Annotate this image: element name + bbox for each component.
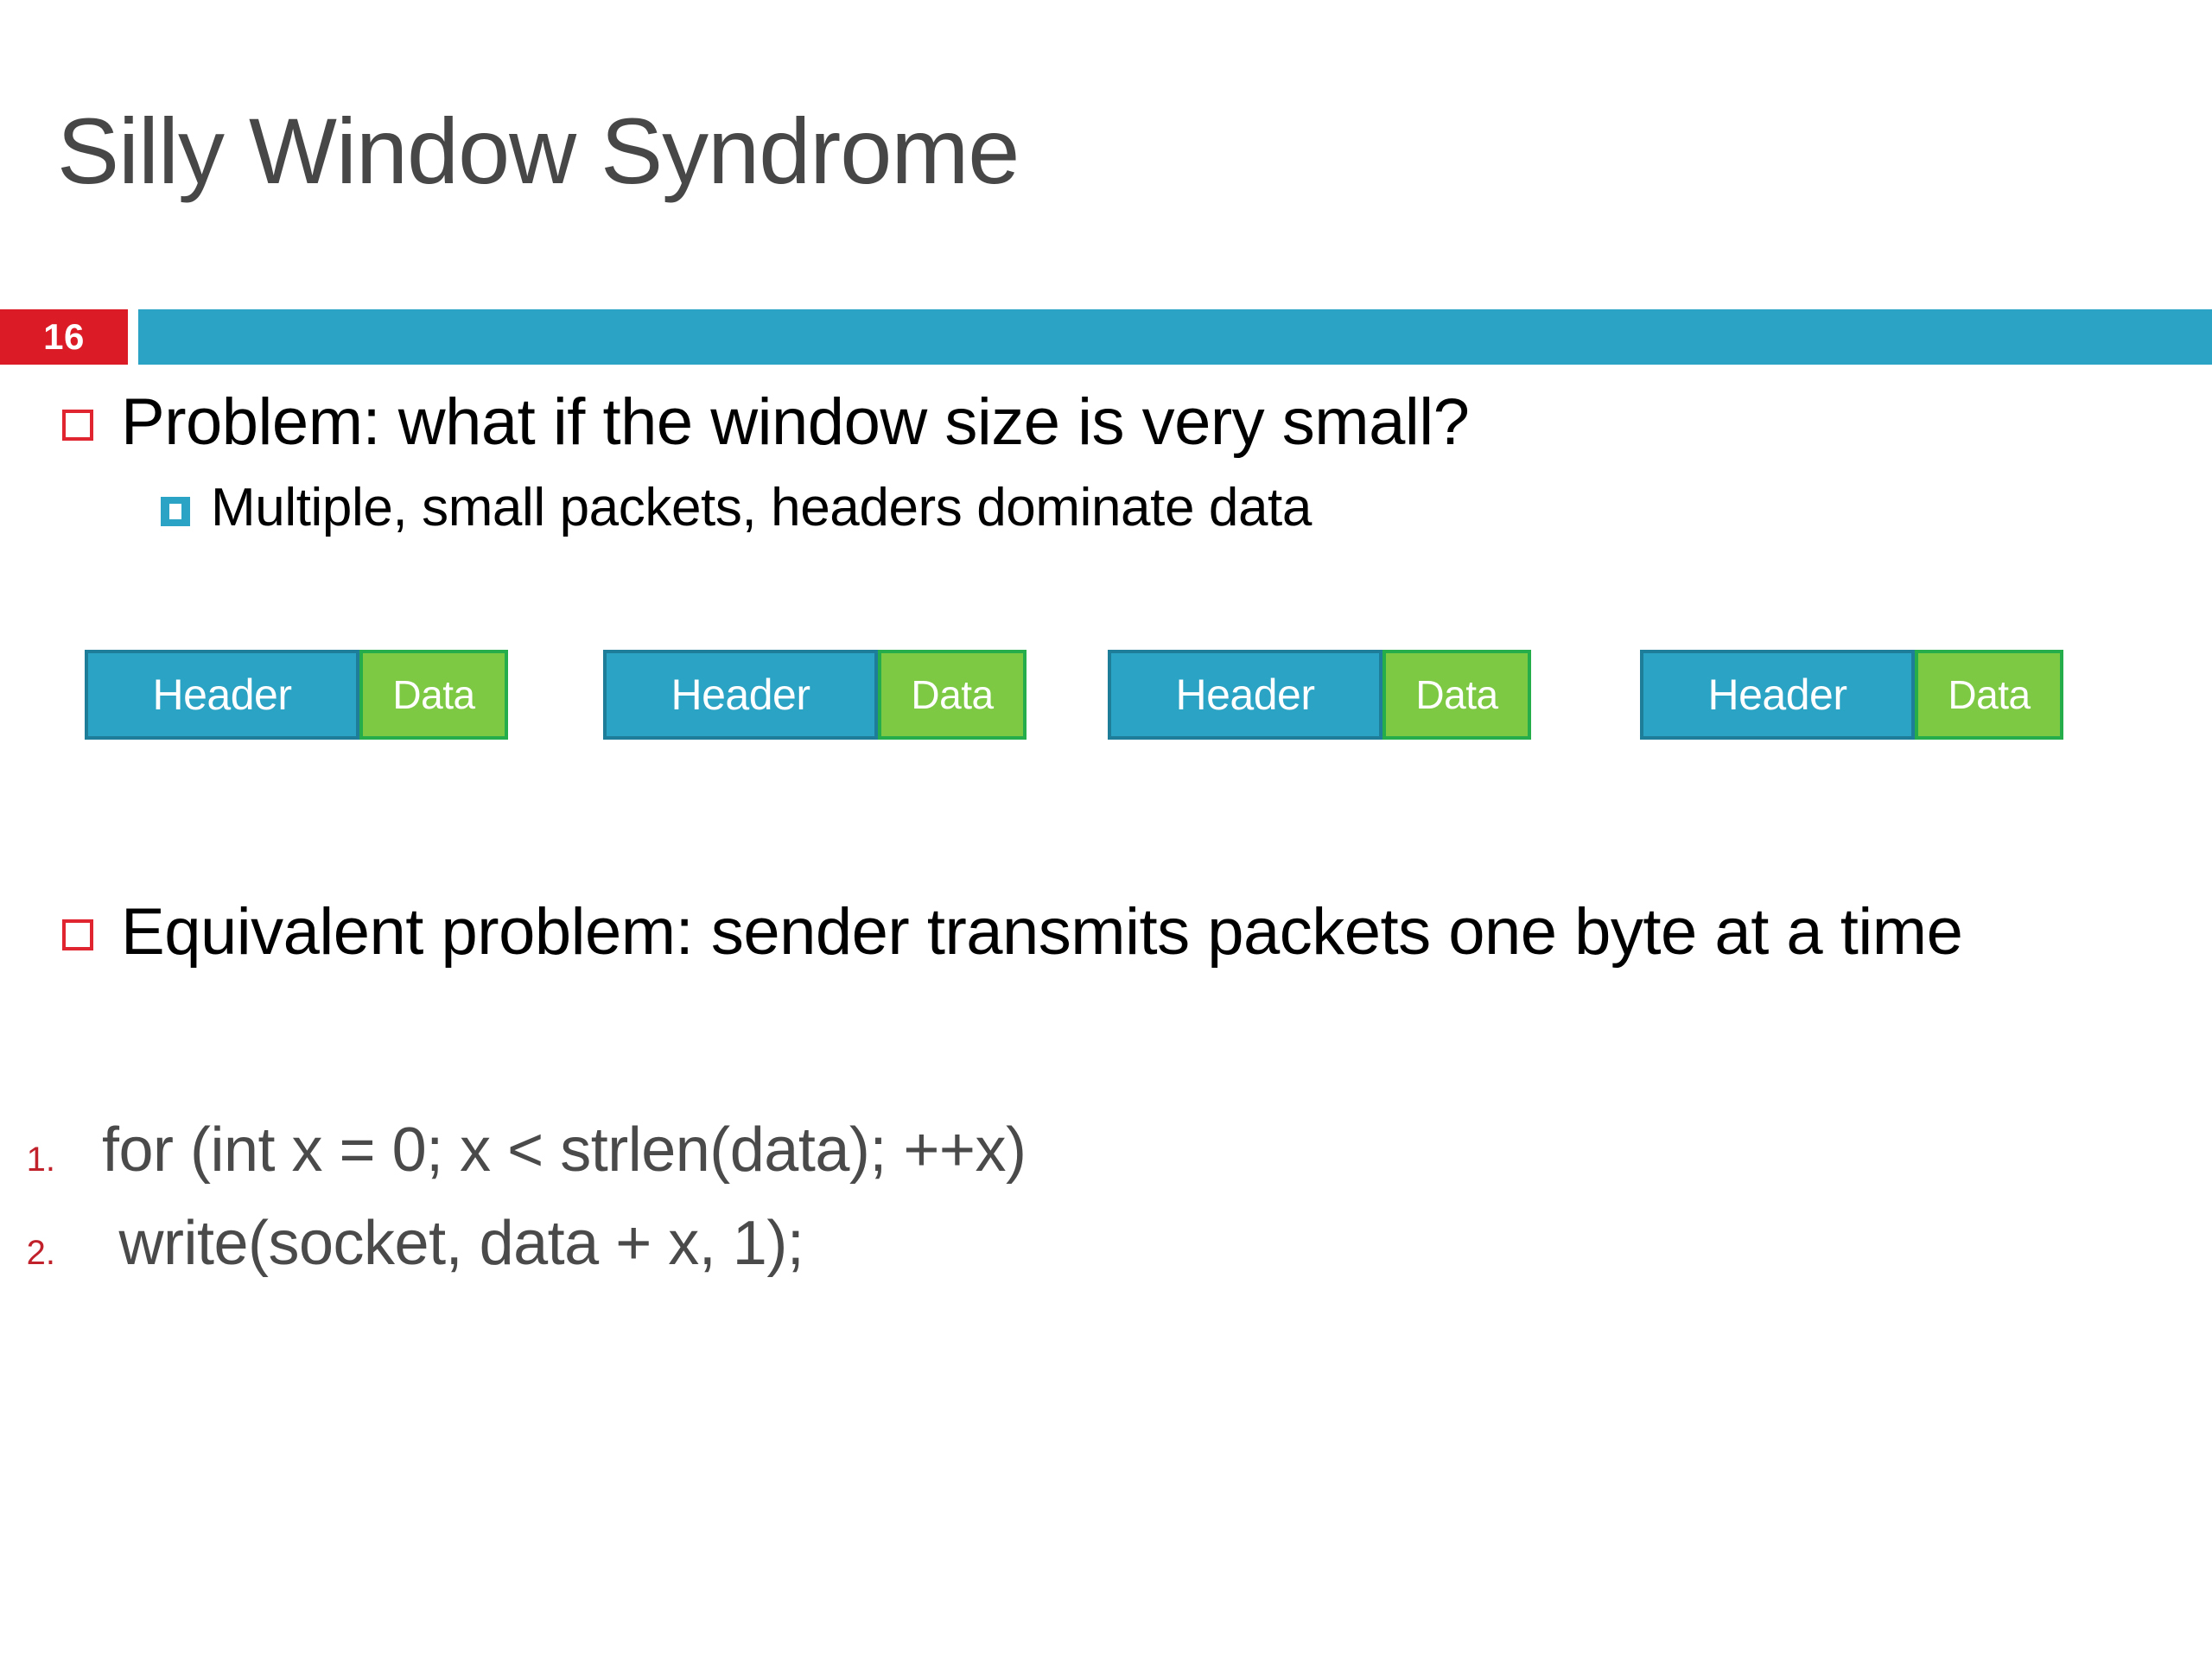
packet-2: Header Data bbox=[603, 650, 1027, 740]
list-item: 2. write(socket, data + x, 1); bbox=[0, 1208, 2212, 1279]
packet-diagram: Header Data Header Data Header Data Head… bbox=[0, 650, 2212, 745]
list-item-number: 2. bbox=[26, 1234, 55, 1272]
packet-1: Header Data bbox=[85, 650, 508, 740]
list-item-number: 1. bbox=[26, 1141, 55, 1179]
packet-header-block: Header bbox=[85, 650, 359, 740]
list-item: 1. for (int x = 0; x < strlen(data); ++x… bbox=[0, 1115, 2212, 1185]
packet-data-block: Data bbox=[1382, 650, 1531, 740]
packet-data-block: Data bbox=[878, 650, 1027, 740]
slide-number-badge: 16 bbox=[0, 309, 128, 365]
list-item-code: for (int x = 0; x < strlen(data); ++x) bbox=[102, 1116, 1027, 1185]
square-outline-bullet-icon bbox=[62, 410, 93, 441]
packet-4: Header Data bbox=[1640, 650, 2063, 740]
square-filled-bullet-icon bbox=[161, 496, 190, 526]
packet-header-block: Header bbox=[1108, 650, 1382, 740]
bullet-text: Problem: what if the window size is very… bbox=[121, 385, 1470, 459]
packet-data-block: Data bbox=[359, 650, 508, 740]
code-list: 1. for (int x = 0; x < strlen(data); ++x… bbox=[0, 1115, 2212, 1301]
packet-data-block: Data bbox=[1915, 650, 2063, 740]
packet-header-block: Header bbox=[1640, 650, 1915, 740]
bullet-text: Equivalent problem: sender transmits pac… bbox=[121, 895, 1963, 969]
header-accent-bar bbox=[138, 309, 2212, 365]
page-title: Silly Window Syndrome bbox=[57, 99, 1020, 203]
square-outline-bullet-icon bbox=[62, 919, 93, 950]
packet-3: Header Data bbox=[1108, 650, 1531, 740]
packet-header-block: Header bbox=[603, 650, 878, 740]
list-item-code: write(socket, data + x, 1); bbox=[102, 1209, 804, 1278]
header-band: 16 bbox=[0, 309, 2212, 365]
bullet-item-equivalent-problem: Equivalent problem: sender transmits pac… bbox=[62, 890, 1963, 976]
sub-bullet-text: Multiple, small packets, headers dominat… bbox=[211, 477, 1312, 537]
bullet-item-multiple-packets: Multiple, small packets, headers dominat… bbox=[161, 474, 2212, 542]
bullet-item-problem: Problem: what if the window size is very… bbox=[62, 380, 2134, 466]
body-content: Problem: what if the window size is very… bbox=[0, 380, 2212, 541]
